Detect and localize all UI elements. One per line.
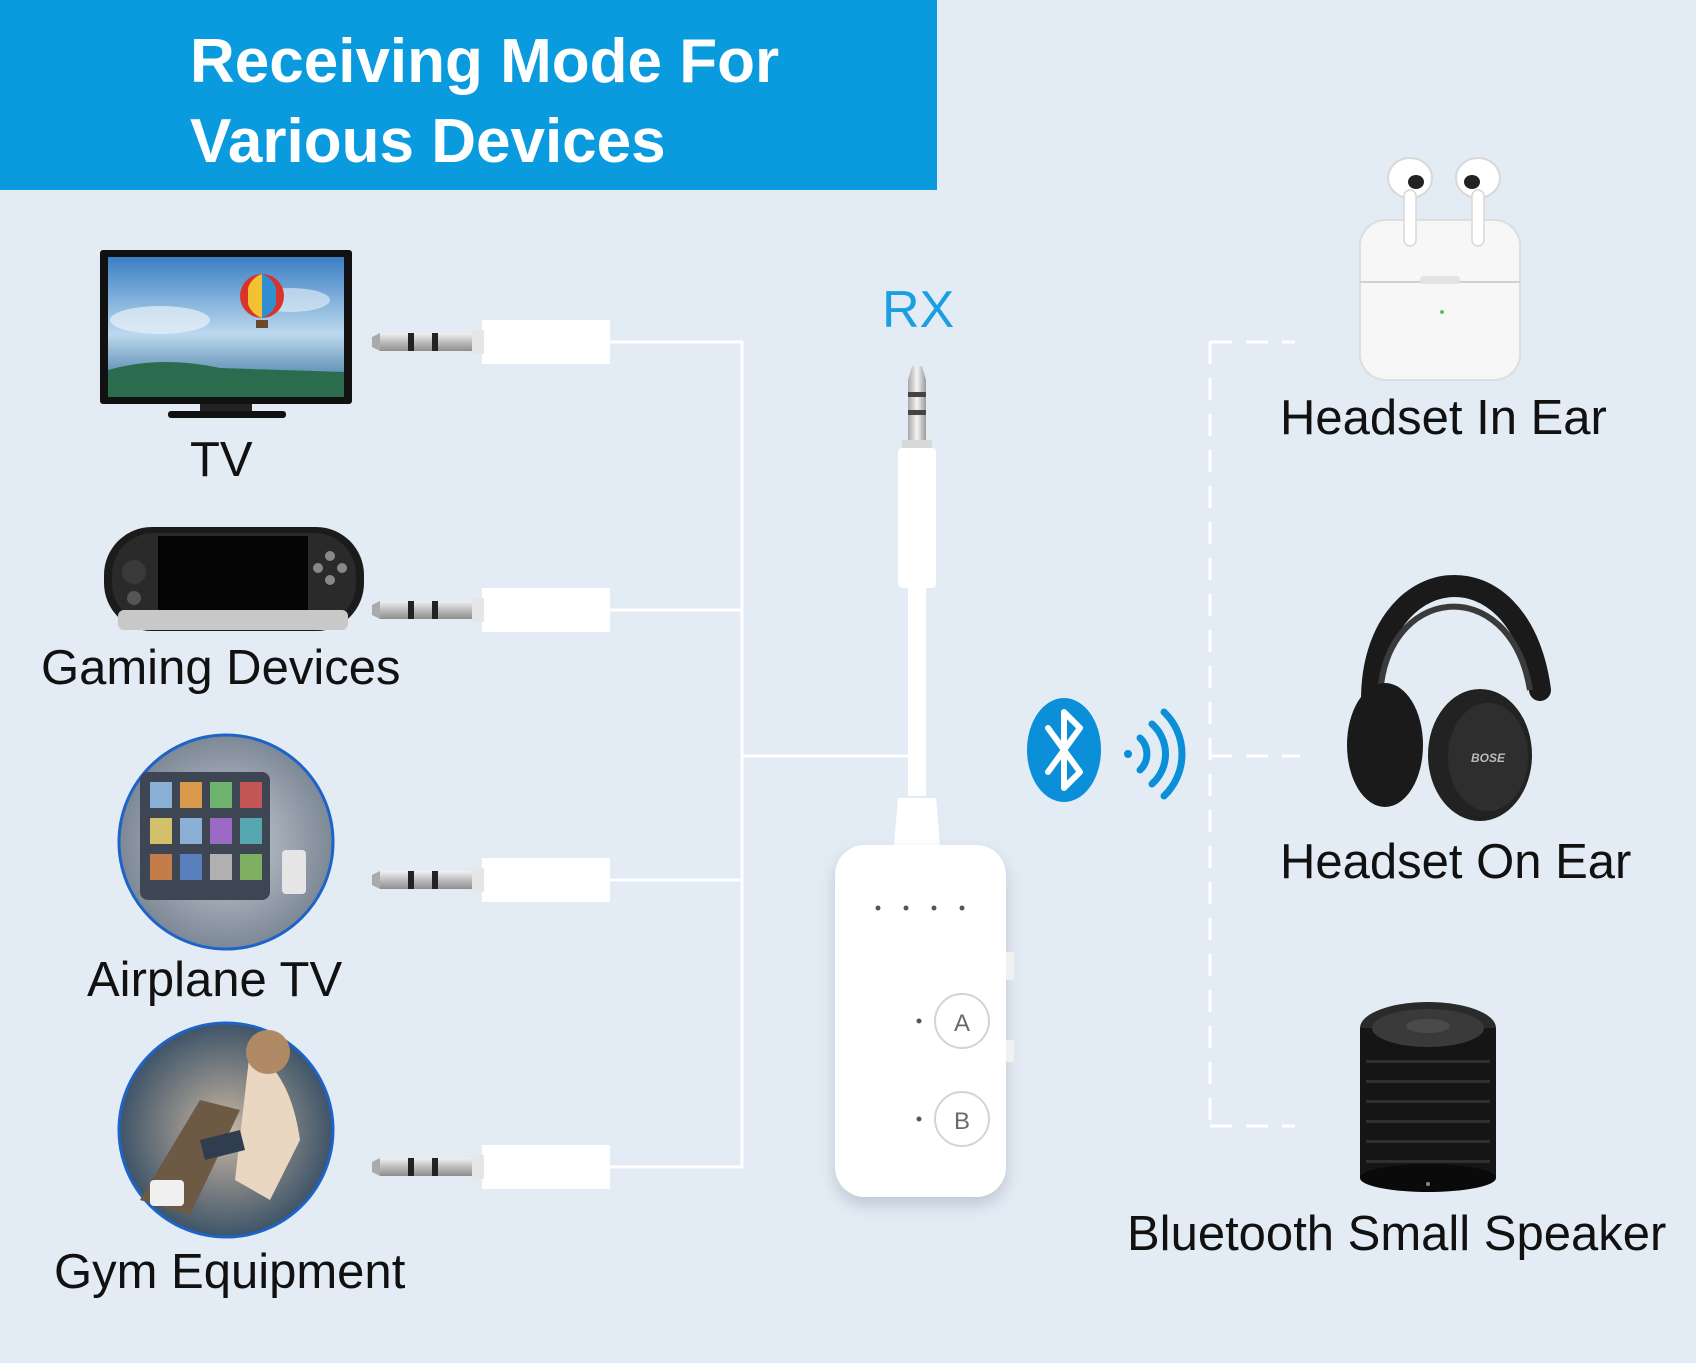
over-ear-headphones-icon: BOSE	[1347, 574, 1551, 821]
bluetooth-icon	[1027, 698, 1101, 802]
aux-plug-icon	[372, 1145, 610, 1189]
banner-title-line1: Receiving Mode For	[190, 27, 780, 96]
source-label-gym: Gym Equipment	[54, 1245, 406, 1299]
source-label-tv: TV	[190, 433, 253, 487]
aux-plug-icon	[372, 588, 610, 632]
led-indicators	[875, 905, 965, 1122]
airplane-screen-icon	[117, 733, 335, 951]
button-a[interactable]: A	[934, 993, 990, 1049]
receiver-label-on-ear: Headset On Ear	[1280, 835, 1632, 889]
button-b-label: B	[954, 1108, 970, 1135]
button-a-label: A	[954, 1010, 970, 1037]
connector-lines	[610, 340, 913, 1169]
signal-waves-icon	[1124, 708, 1186, 800]
source-label-airplane: Airplane TV	[87, 953, 343, 1007]
speaker-icon	[1360, 1002, 1496, 1192]
title-banner: Receiving Mode For Various Devices	[0, 0, 937, 190]
earbuds-icon	[1359, 157, 1521, 381]
side-switch	[1006, 952, 1014, 980]
rx-label: RX	[882, 281, 955, 339]
side-switch	[1006, 1040, 1014, 1062]
banner-title-line2: Various Devices	[190, 107, 666, 176]
receiver-dashed-lines	[1208, 340, 1300, 1128]
receiver-label-speaker: Bluetooth Small Speaker	[1127, 1207, 1667, 1261]
receiver-label-in-ear: Headset In Ear	[1280, 391, 1607, 445]
gym-equipment-icon	[117, 1021, 335, 1239]
source-label-gaming: Gaming Devices	[41, 641, 401, 695]
button-b[interactable]: B	[934, 1091, 990, 1147]
handheld-console-icon	[104, 527, 364, 631]
aux-plug-icon	[372, 320, 610, 364]
aux-plug-icon	[894, 366, 940, 846]
brand-mark: BOSE	[1471, 751, 1506, 765]
banner-title: Receiving Mode For Various Devices	[190, 22, 779, 182]
aux-plug-icon	[372, 858, 610, 902]
tv-icon	[100, 250, 352, 418]
